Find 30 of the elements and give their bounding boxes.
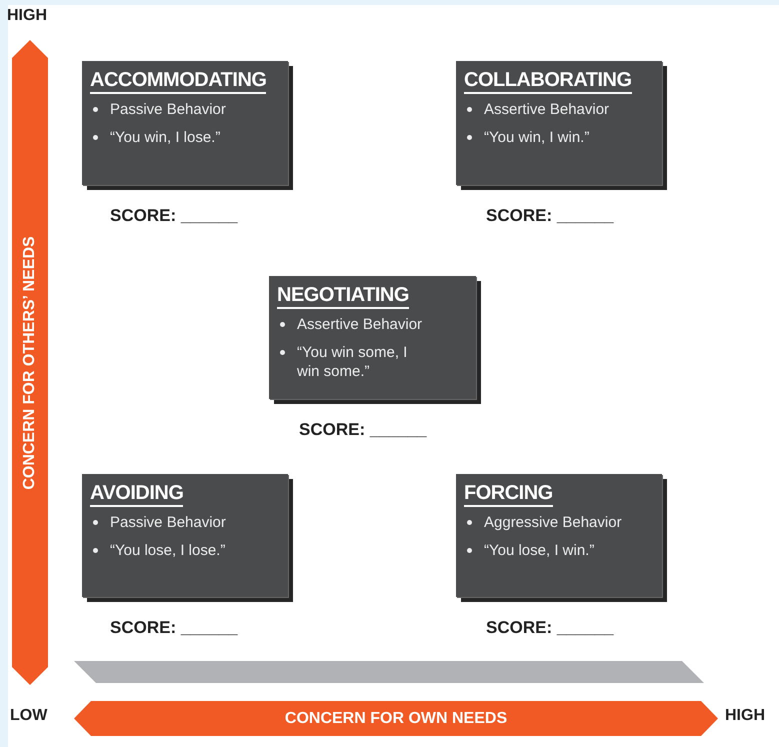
- axis-end-label: HIGH: [7, 7, 47, 25]
- style-card: [82, 61, 288, 185]
- score-field: SCORE: ______: [110, 206, 238, 226]
- bullet-text: “You win, I lose.”: [110, 129, 220, 146]
- score-field: SCORE: ______: [486, 618, 614, 638]
- style-card: [82, 474, 288, 597]
- style-heading: ACCOMMODATING: [90, 69, 266, 94]
- bullet-text: Assertive Behavior: [484, 101, 610, 118]
- bullet-text: Passive Behavior: [110, 514, 226, 531]
- bullet-text: “You win, I win.”: [484, 129, 590, 146]
- bullet-text: Aggressive Behavior: [484, 514, 622, 531]
- axis-end-label: HIGH: [725, 707, 765, 725]
- style-card: [269, 276, 476, 399]
- style-card: [456, 474, 662, 597]
- style-heading: COLLABORATING: [464, 69, 632, 94]
- axis-title: CONCERN FOR OTHERS’ NEEDS: [21, 236, 39, 490]
- score-field: SCORE: ______: [486, 206, 614, 226]
- style-heading: AVOIDING: [90, 482, 184, 507]
- axis-end-label: LOW: [10, 707, 48, 725]
- bullet-text: “You lose, I win.”: [484, 542, 594, 559]
- bullet-text: “You win some, I win some.”: [297, 343, 408, 381]
- style-heading: FORCING: [464, 482, 553, 507]
- bullet-text: “You lose, I lose.”: [110, 542, 226, 559]
- bullet-text: Passive Behavior: [110, 101, 226, 118]
- bullet-text: Assertive Behavior: [297, 315, 422, 334]
- axis-title: CONCERN FOR OWN NEEDS: [284, 710, 508, 728]
- score-field: SCORE: ______: [299, 420, 427, 440]
- style-heading: NEGOTIATING: [277, 284, 409, 309]
- style-card: [456, 61, 662, 185]
- score-field: SCORE: ______: [110, 618, 238, 638]
